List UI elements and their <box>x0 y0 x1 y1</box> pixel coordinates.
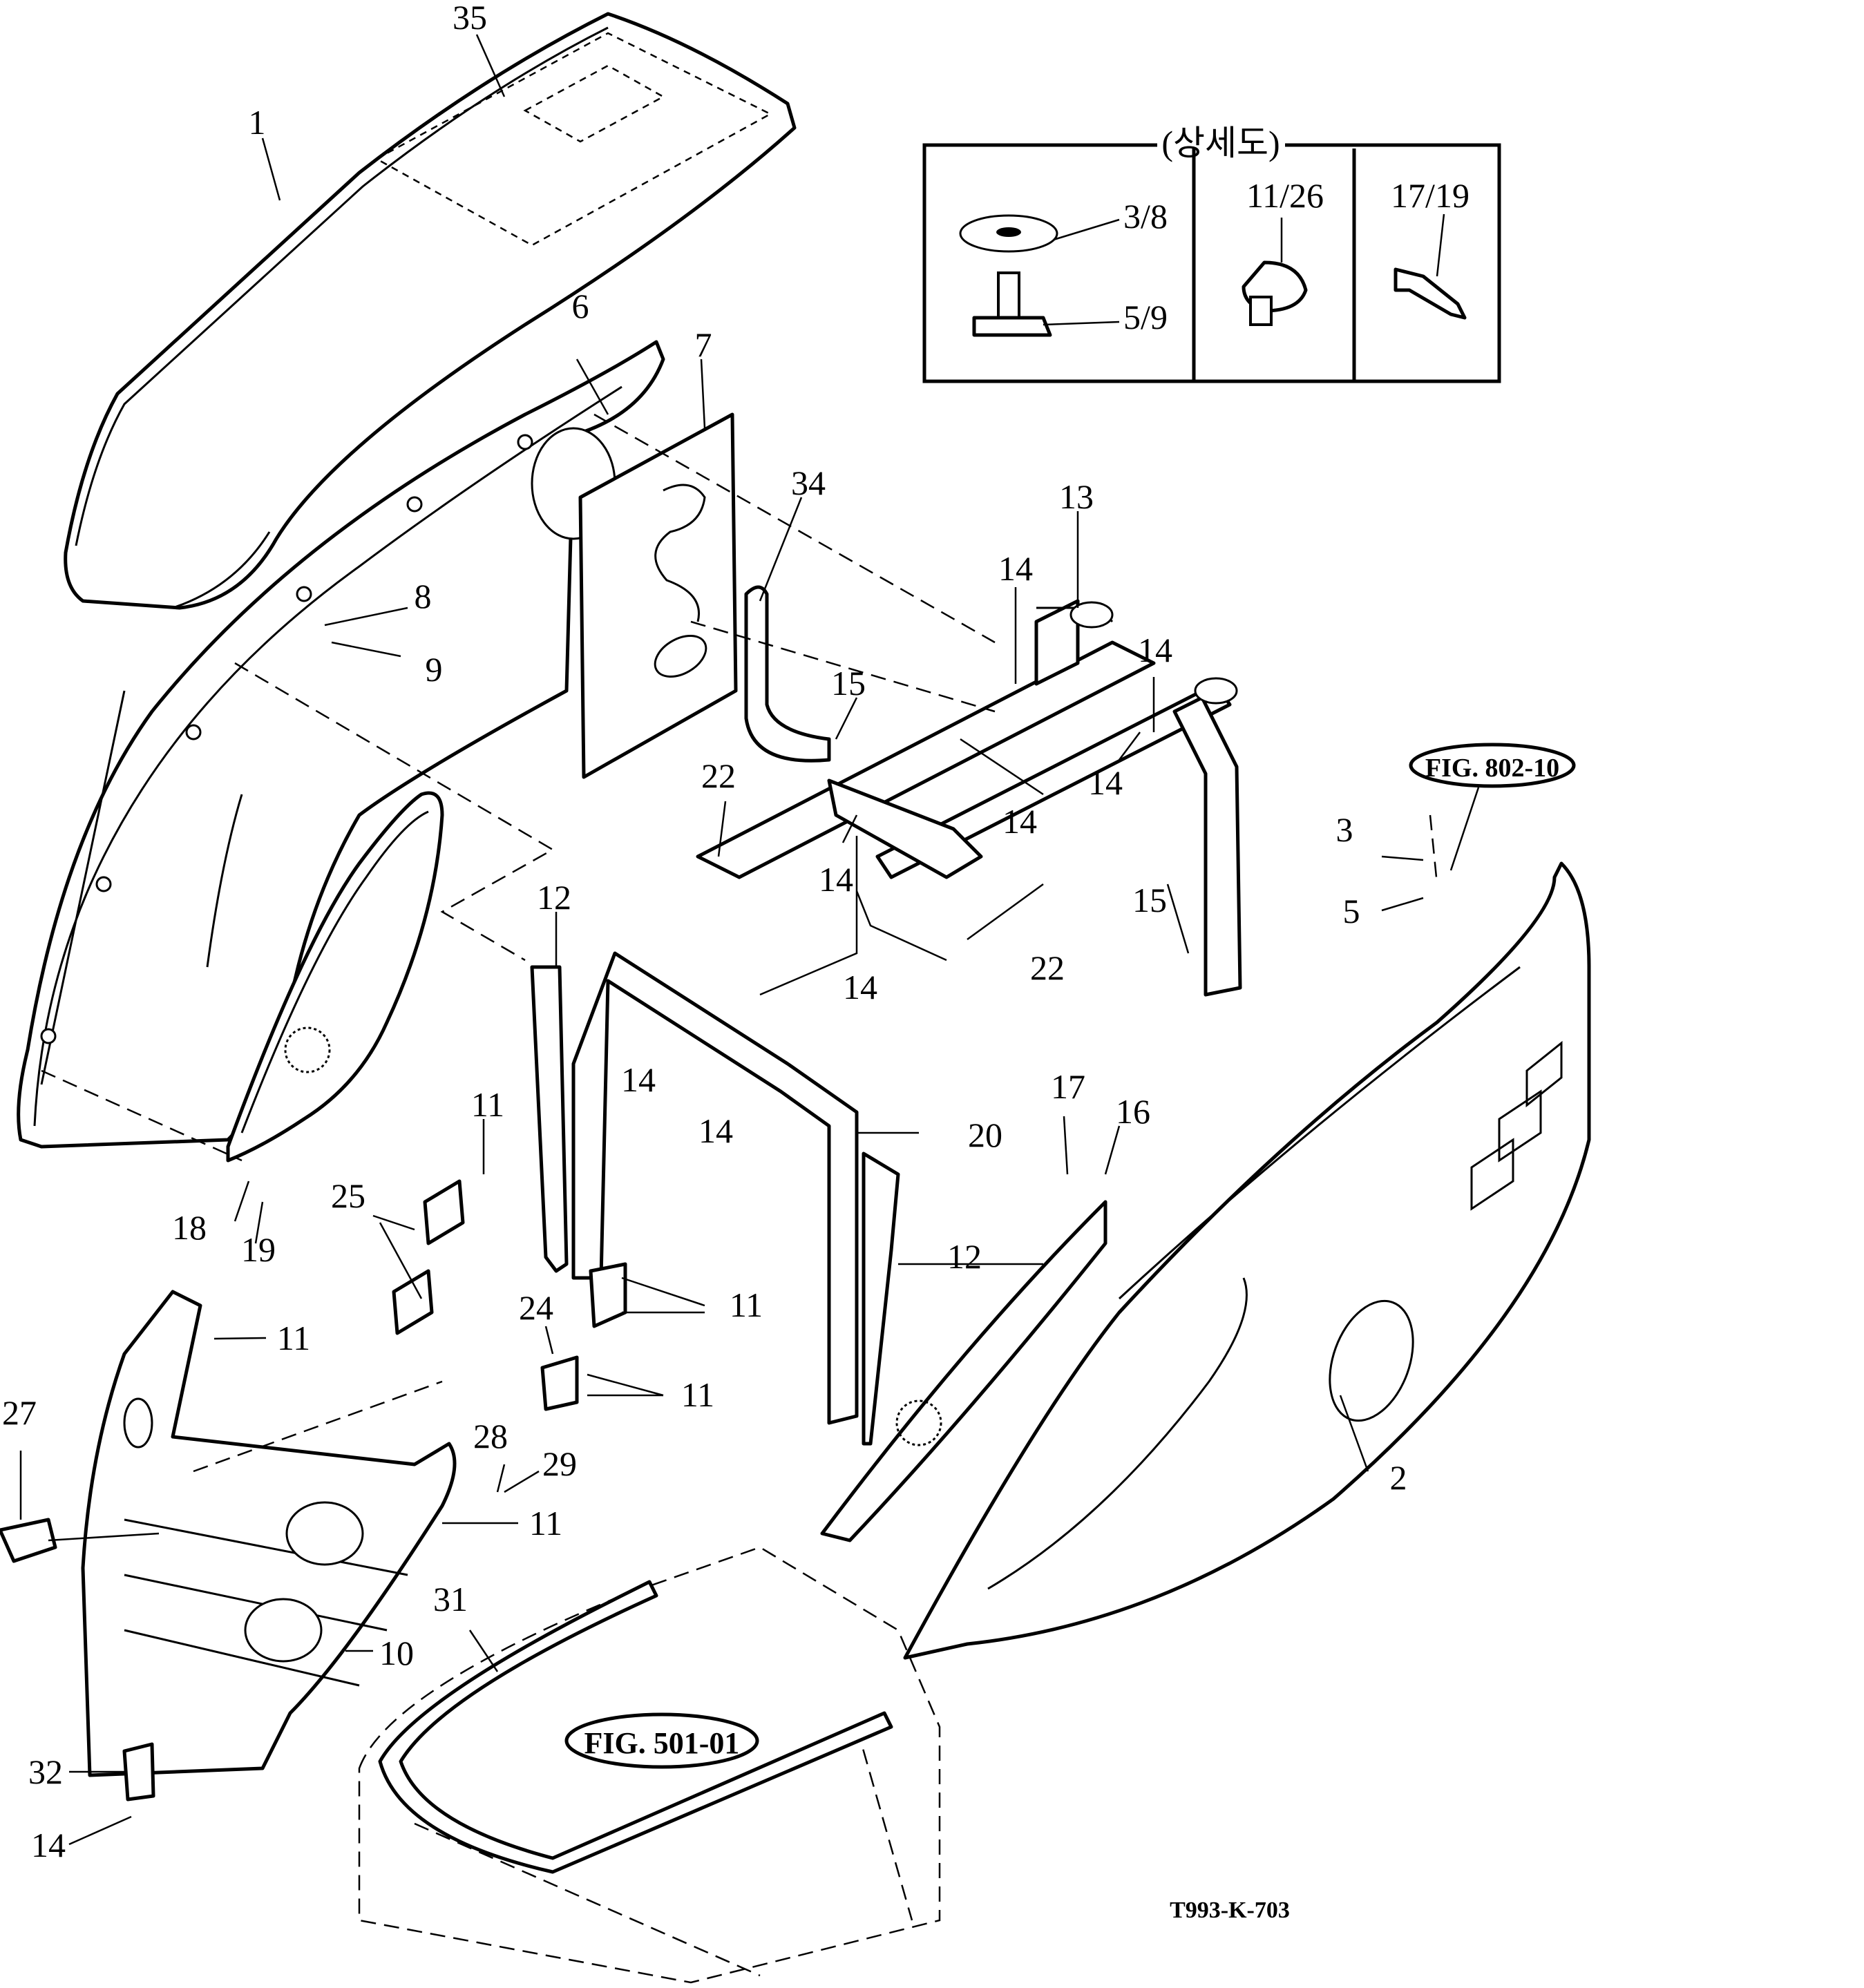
callout-14g: 14 <box>621 1060 656 1099</box>
callout-3: 3 <box>1336 810 1353 849</box>
detail-cell-17-19: 17/19 <box>1391 176 1470 215</box>
callout-27: 27 <box>2 1393 37 1432</box>
fig-501-label: FIG. 501-01 <box>584 1726 740 1760</box>
callout-19: 19 <box>241 1230 276 1269</box>
callout-11b: 11 <box>277 1319 310 1357</box>
callout-31: 31 <box>433 1580 468 1618</box>
grille-panel-part <box>226 791 444 1163</box>
front-grille-part <box>0 1290 457 1777</box>
callout-14h: 14 <box>698 1111 733 1150</box>
callout-numbers: 35 1 6 7 34 13 14 14 14 14 14 14 14 14 1… <box>2 0 1407 1864</box>
callout-16: 16 <box>1116 1092 1150 1131</box>
callout-2: 2 <box>1390 1458 1407 1497</box>
callout-29: 29 <box>542 1444 577 1483</box>
hood-frame-part <box>17 340 665 1149</box>
callout-32: 32 <box>28 1752 63 1791</box>
callout-6: 6 <box>572 287 589 325</box>
callout-24: 24 <box>519 1288 553 1327</box>
callout-14c: 14 <box>1088 763 1123 802</box>
support-frame-part <box>696 599 1242 997</box>
callout-20: 20 <box>968 1116 1002 1154</box>
callout-14f: 14 <box>843 968 877 1006</box>
callout-22b: 22 <box>1030 948 1065 987</box>
callout-15a: 15 <box>831 664 866 703</box>
fig-501-ref: FIG. 501-01 <box>564 1712 759 1769</box>
callout-14d: 14 <box>1002 802 1037 841</box>
callout-14a: 14 <box>998 549 1033 588</box>
callout-13: 13 <box>1059 477 1094 516</box>
callout-35: 35 <box>453 0 487 37</box>
fig-802-label: FIG. 802-10 <box>1425 754 1559 783</box>
callout-18: 18 <box>172 1208 207 1247</box>
callout-14e: 14 <box>819 860 853 899</box>
callout-5: 5 <box>1343 892 1360 930</box>
fig-802-ref: FIG. 802-10 <box>1409 743 1576 871</box>
callout-11c: 11 <box>730 1285 763 1324</box>
callout-34: 34 <box>791 463 826 502</box>
hood-top-part <box>64 12 797 610</box>
detail-cell-11-26: 11/26 <box>1246 176 1324 215</box>
callout-8: 8 <box>415 577 432 615</box>
callout-14b: 14 <box>1138 631 1172 669</box>
callout-11a: 11 <box>471 1085 504 1124</box>
callout-10: 10 <box>379 1634 414 1672</box>
small-brackets-part <box>122 1179 627 1801</box>
drawing-code: T993-K-703 <box>1170 1898 1290 1923</box>
callout-11d: 11 <box>681 1375 714 1414</box>
detail-box: (상세도) 3/8 5/9 11/26 17/19 <box>922 124 1501 383</box>
callout-12a: 12 <box>537 878 571 917</box>
side-cover-part <box>820 861 1591 1660</box>
frame-base-part <box>358 1546 941 1984</box>
detail-cell-5-9: 5/9 <box>1123 298 1168 336</box>
callout-17: 17 <box>1051 1067 1085 1106</box>
assembly-lines <box>41 413 1438 1473</box>
tube-bracket-part <box>744 585 831 763</box>
callout-14i: 14 <box>31 1826 66 1864</box>
callout-22a: 22 <box>701 756 736 795</box>
callout-15b: 15 <box>1132 881 1167 919</box>
callout-25: 25 <box>331 1176 365 1215</box>
detail-box-title: (상세도) <box>1161 124 1280 162</box>
callout-9: 9 <box>426 650 443 689</box>
inner-frame-part <box>530 951 900 1446</box>
callout-1: 1 <box>249 103 266 142</box>
callout-11e: 11 <box>529 1504 562 1542</box>
callout-7: 7 <box>695 325 712 364</box>
leader-lines <box>19 34 1424 1846</box>
callout-28: 28 <box>473 1417 508 1455</box>
gasket-sheet-part <box>578 412 738 779</box>
detail-cell-3-8: 3/8 <box>1123 197 1168 236</box>
callout-12b: 12 <box>947 1237 982 1276</box>
